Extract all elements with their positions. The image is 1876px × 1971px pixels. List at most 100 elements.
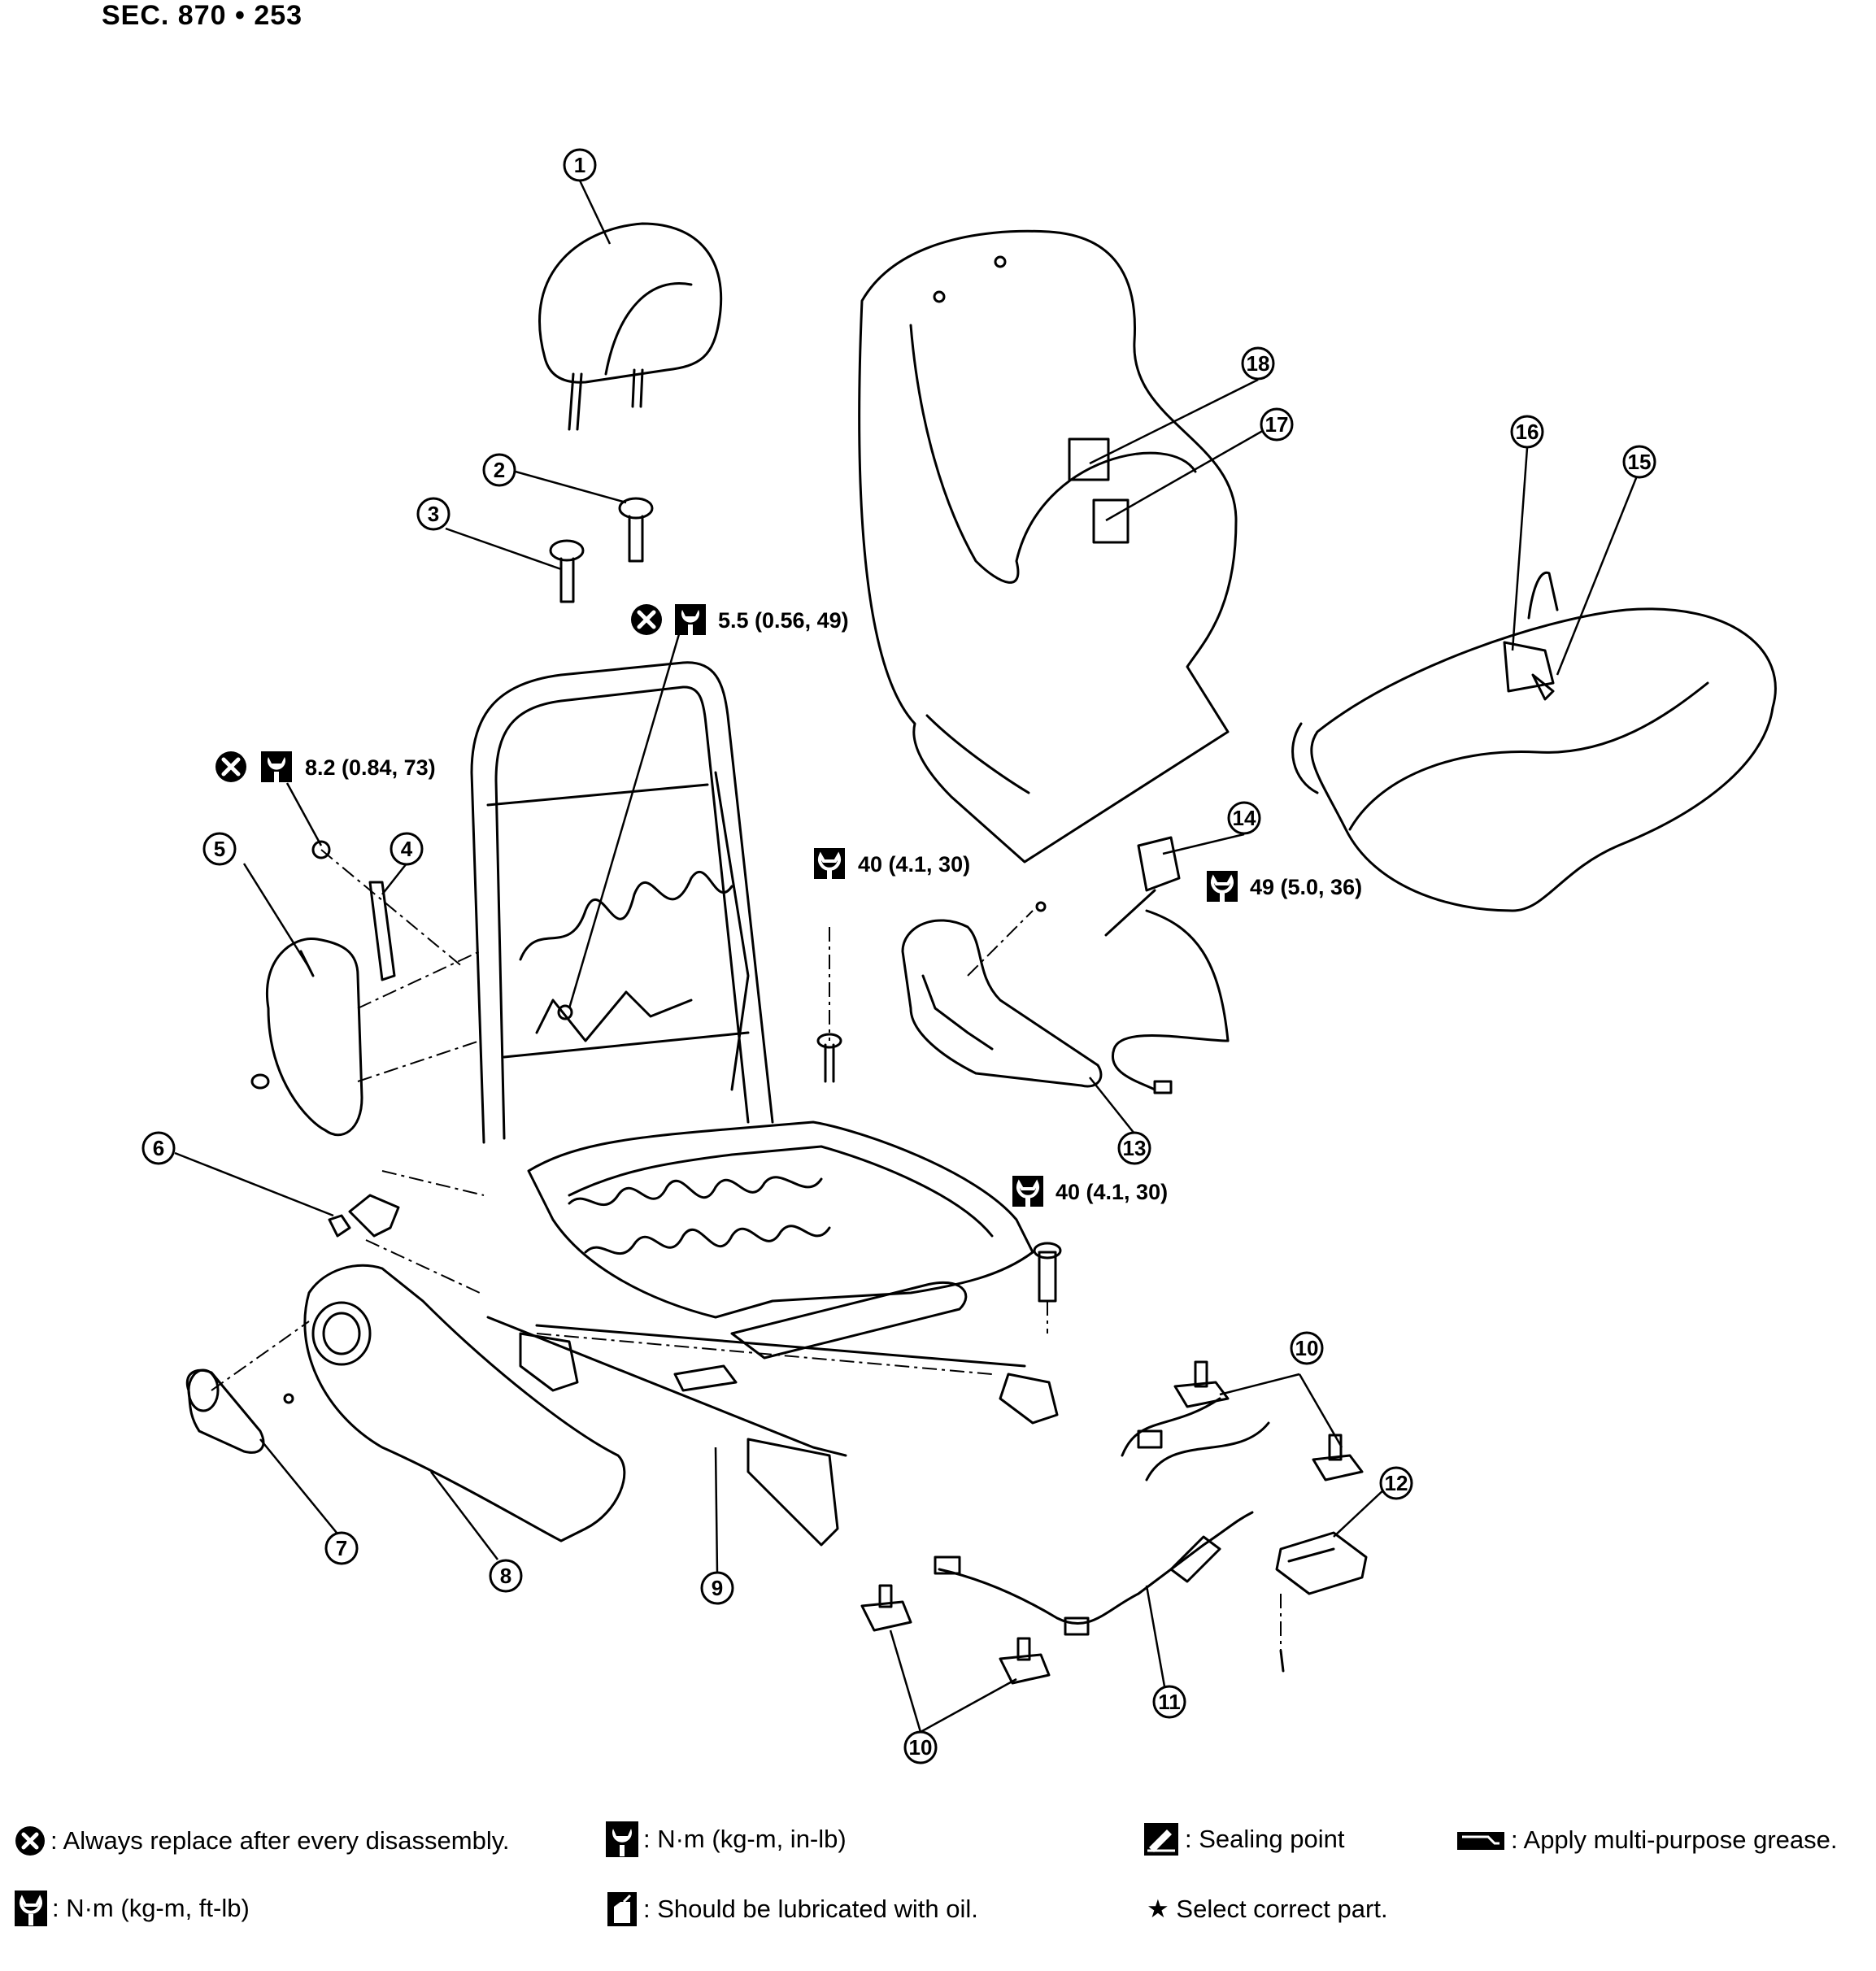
leader-line — [578, 180, 612, 245]
sensor-10-bottom — [999, 1637, 1051, 1685]
grease-icon — [1457, 1832, 1504, 1850]
assembly-line — [381, 1170, 485, 1196]
torque-ftlb-icon — [15, 1891, 47, 1926]
replace-icon — [15, 1826, 45, 1856]
callout-5: 5 — [202, 832, 237, 866]
leader-line — [1105, 421, 1278, 522]
callout-16: 16 — [1510, 415, 1544, 449]
svg-text:40 (4.1, 30): 40 (4.1, 30) — [1056, 1180, 1168, 1204]
harness-11 — [934, 1397, 1270, 1636]
torque-spec-49: 49 (5.0, 36) — [1205, 869, 1362, 903]
svg-text:6: 6 — [153, 1136, 164, 1160]
torque-spec-40-upper: 40 (4.1, 30) — [812, 846, 970, 881]
bolt-b — [1033, 1242, 1062, 1303]
legend-nm-inlb: : N·m (kg-m, in-lb) — [606, 1821, 847, 1857]
leader-line — [174, 1151, 334, 1217]
leader-line — [242, 863, 311, 968]
sealing-icon — [1144, 1823, 1178, 1856]
leader-line — [1333, 1487, 1386, 1538]
leader-line — [1162, 833, 1245, 855]
assembly-line — [211, 1321, 310, 1391]
callout-7: 7 — [324, 1531, 359, 1565]
callout-8: 8 — [489, 1559, 523, 1593]
svg-text:49 (5.0, 36): 49 (5.0, 36) — [1250, 875, 1362, 899]
seat-cushion — [1291, 571, 1777, 912]
assembly-line — [536, 1333, 993, 1375]
callout-13: 13 — [1117, 1131, 1151, 1165]
leader-line — [259, 1438, 337, 1534]
replace-icon — [215, 751, 246, 782]
callout-4: 4 — [390, 832, 424, 866]
leader-line — [445, 527, 562, 571]
seatback-frame — [470, 661, 774, 1144]
sensor-10-top — [1173, 1360, 1230, 1408]
assembly-line — [357, 951, 481, 1009]
screw-7 — [283, 1393, 294, 1404]
svg-text:16: 16 — [1516, 420, 1539, 444]
belt-buckle-14 — [1104, 836, 1230, 1094]
torque-inlb-icon — [261, 751, 292, 782]
leader-line — [1556, 469, 1641, 676]
assembly-line — [320, 849, 464, 968]
torque-spec-40-lower: 40 (4.1, 30) — [1011, 1174, 1168, 1208]
leader-line — [381, 863, 407, 895]
svg-text:9: 9 — [712, 1576, 723, 1600]
svg-text:4: 4 — [401, 837, 413, 861]
torque-spec-5-5: 5.5 (0.56, 49) — [631, 604, 849, 635]
callout-6: 6 — [141, 1131, 176, 1165]
callout-10: 10 — [1290, 1331, 1324, 1365]
callout-1: 1 — [563, 148, 597, 182]
svg-text:13: 13 — [1123, 1136, 1147, 1160]
svg-text:10: 10 — [1295, 1336, 1319, 1360]
torque-ftlb-icon — [1011, 1174, 1045, 1208]
callout-18: 18 — [1241, 346, 1275, 381]
svg-text:3: 3 — [428, 502, 439, 526]
legend-replace-text: : Always replace after every disassembly… — [50, 1826, 510, 1855]
leader-line — [285, 782, 323, 846]
torque-ftlb-icon — [1205, 869, 1239, 903]
leader-line — [568, 633, 681, 1009]
torque-inlb-icon — [675, 604, 706, 635]
oil-can-icon — [607, 1892, 637, 1926]
svg-text:8.2 (0.84, 73): 8.2 (0.84, 73) — [305, 755, 436, 780]
callout-11: 11 — [1152, 1685, 1186, 1719]
assembly-line — [357, 1040, 481, 1082]
callout-2: 2 — [482, 453, 516, 487]
headrest — [538, 222, 723, 431]
svg-text:1: 1 — [574, 153, 585, 177]
nut-8-2 — [311, 840, 331, 859]
legend-sealing-text: : Sealing point — [1185, 1825, 1345, 1853]
bolt-a — [816, 1033, 842, 1083]
control-module-12 — [1275, 1531, 1368, 1595]
svg-text:15: 15 — [1628, 450, 1652, 474]
leader-line — [889, 1629, 922, 1733]
callout-14: 14 — [1227, 801, 1261, 835]
screw-12 — [1279, 1649, 1285, 1673]
replace-icon — [631, 604, 662, 635]
leader-line — [515, 470, 627, 504]
legend-nm-inlb-text: : N·m (kg-m, in-lb) — [643, 1825, 847, 1853]
legend-nm-ftlb: : N·m (kg-m, ft-lb) — [15, 1891, 250, 1926]
headrest-guide-3 — [549, 539, 585, 603]
svg-text:12: 12 — [1385, 1471, 1408, 1495]
leader-line — [920, 1677, 1017, 1734]
svg-text:11: 11 — [1158, 1690, 1181, 1714]
leader-line — [1089, 1077, 1135, 1134]
legend-grease: : Apply multi-purpose grease. — [1456, 1825, 1838, 1855]
seatback-trim — [858, 229, 1238, 864]
seat-rails — [486, 1316, 1059, 1547]
torque-ftlb-icon — [812, 846, 847, 881]
bracket-6 — [328, 1194, 400, 1238]
callout-15: 15 — [1622, 445, 1656, 479]
svg-text:5: 5 — [214, 837, 225, 861]
leader-line — [1298, 1373, 1343, 1448]
side-cover-4 — [368, 881, 396, 981]
torque-inlb-icon — [606, 1821, 638, 1857]
legend-select-text: ★ Select correct part. — [1147, 1895, 1388, 1923]
recliner-knob-7 — [185, 1368, 265, 1454]
seat-cushion-frame — [527, 1120, 1034, 1392]
side-shield-13 — [901, 919, 1103, 1088]
legend-oil: : Should be lubricated with oil. — [606, 1891, 978, 1928]
callout-17: 17 — [1260, 407, 1294, 442]
legend-nm-ftlb-text: : N·m (kg-m, ft-lb) — [52, 1894, 250, 1922]
